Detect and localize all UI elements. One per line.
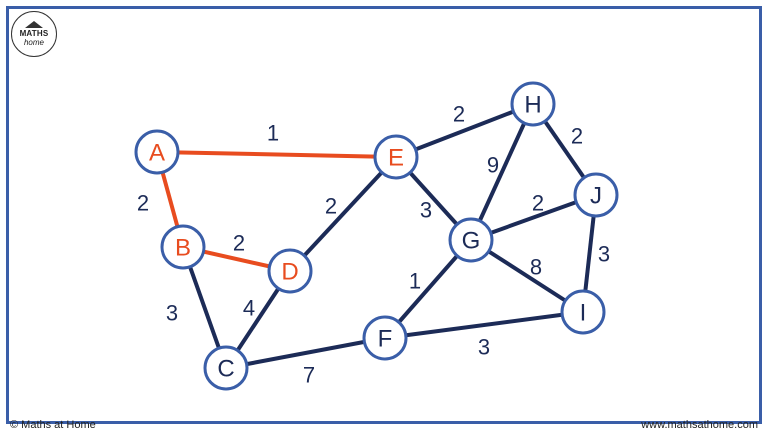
maths-at-home-logo: MATHS home xyxy=(11,11,57,57)
edge-weight-j-i: 3 xyxy=(598,242,610,267)
edge-weight-f-i: 3 xyxy=(478,335,490,360)
node-a: A xyxy=(134,129,180,175)
logo-line1: MATHS xyxy=(19,29,49,38)
node-f: F xyxy=(362,315,408,361)
node-label-e: E xyxy=(388,145,404,172)
edge-d-e xyxy=(288,155,398,273)
node-circle xyxy=(267,248,313,294)
edge-h-g xyxy=(469,103,535,241)
edge-weight-h-g: 9 xyxy=(487,153,499,178)
node-b: B xyxy=(160,224,206,270)
node-label-i: I xyxy=(580,300,587,327)
node-circle xyxy=(362,315,408,361)
diagram-frame xyxy=(6,6,762,424)
house-icon xyxy=(25,21,43,28)
node-label-h: H xyxy=(524,92,541,119)
node-circle xyxy=(160,224,206,270)
node-h: H xyxy=(510,81,556,127)
edge-c-f xyxy=(225,336,386,370)
node-circle xyxy=(573,172,619,218)
node-circle xyxy=(448,217,494,263)
node-circle xyxy=(373,134,419,180)
copyright-text: © Maths at Home xyxy=(10,419,96,431)
node-label-c: C xyxy=(217,356,234,383)
edge-weight-f-g: 1 xyxy=(409,269,421,294)
node-circle xyxy=(560,289,606,335)
edge-f-i xyxy=(384,310,584,340)
node-label-j: J xyxy=(590,183,602,210)
edge-weight-a-e: 1 xyxy=(267,121,279,146)
edge-weight-b-c: 3 xyxy=(166,301,178,326)
edge-weight-g-i: 8 xyxy=(530,255,542,280)
edge-a-e xyxy=(156,150,397,159)
node-label-d: D xyxy=(281,259,298,286)
edge-weight-e-g: 3 xyxy=(420,198,432,223)
edge-weight-e-h: 2 xyxy=(453,102,465,127)
node-label-a: A xyxy=(149,140,165,167)
node-circle xyxy=(203,345,249,391)
edge-weight-j-g: 2 xyxy=(532,191,544,216)
edge-weight-c-d: 4 xyxy=(243,296,255,321)
node-label-g: G xyxy=(462,228,481,255)
node-label-b: B xyxy=(175,235,191,262)
node-circle xyxy=(134,129,180,175)
node-circle xyxy=(510,81,556,127)
edge-weight-d-e: 2 xyxy=(325,194,337,219)
node-j: J xyxy=(573,172,619,218)
node-c: C xyxy=(203,345,249,391)
edge-weight-a-b: 2 xyxy=(137,191,149,216)
node-label-f: F xyxy=(378,326,393,353)
website-text: www.mathsathome.com xyxy=(641,419,758,431)
logo-line2: home xyxy=(23,38,44,47)
node-d: D xyxy=(267,248,313,294)
edge-weight-h-j: 2 xyxy=(571,124,583,149)
node-i: I xyxy=(560,289,606,335)
nodes-layer: A B C D E F G H I J xyxy=(134,81,619,391)
edge-weight-c-f: 7 xyxy=(303,363,315,388)
node-e: E xyxy=(373,134,419,180)
edge-weight-b-d: 2 xyxy=(233,231,245,256)
edge-e-h xyxy=(395,102,534,159)
node-g: G xyxy=(448,217,494,263)
